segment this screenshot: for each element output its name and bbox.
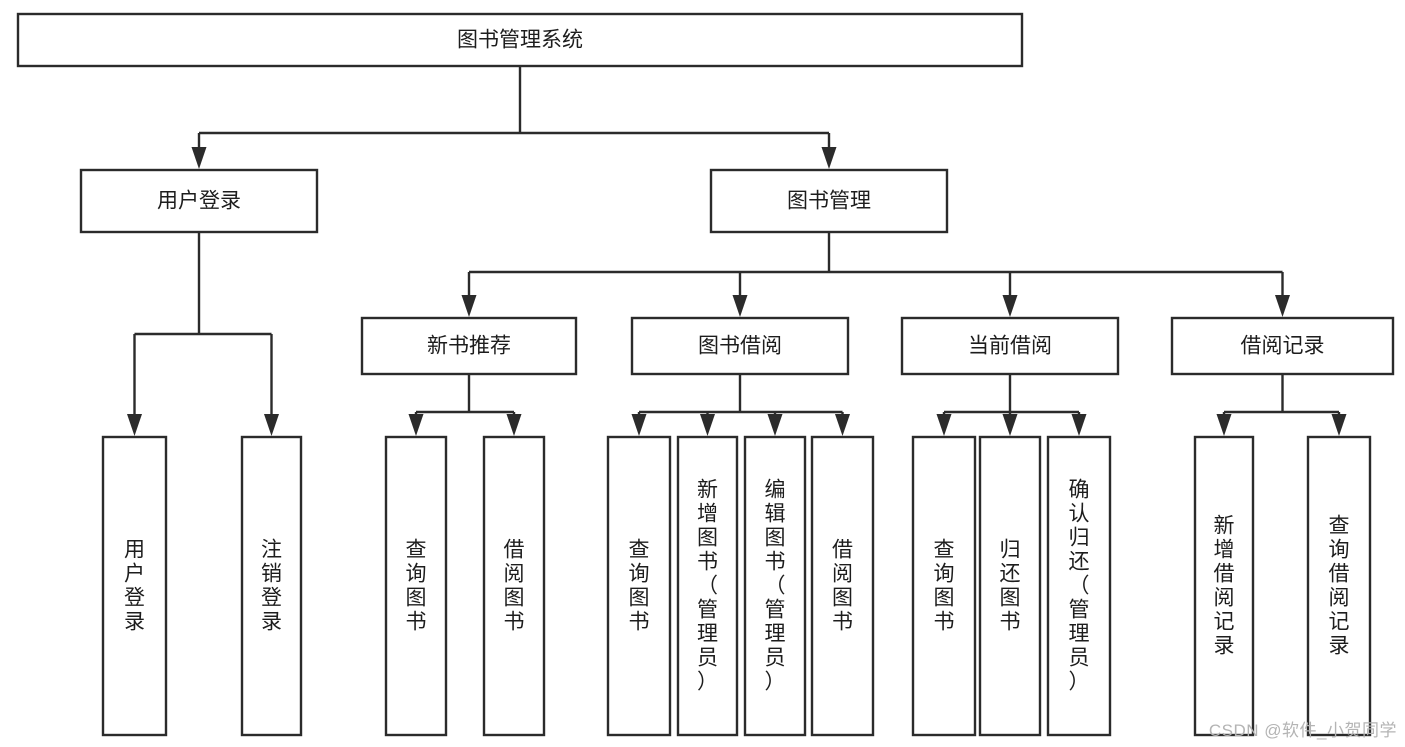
node-leaf_12[interactable]: 查询借阅记录 [1306, 435, 1372, 737]
arrow-head-icon [1071, 414, 1087, 436]
node-box[interactable] [1046, 435, 1112, 737]
node-label: 用户登录 [157, 190, 241, 213]
node-label: 归还图书 [1000, 539, 1021, 634]
node-label: 当前借阅 [968, 335, 1052, 358]
node-l3_1[interactable]: 图书借阅 [630, 316, 850, 376]
node-label: 确认归还（管理员） [1069, 479, 1090, 694]
node-leaf_3[interactable]: 借阅图书 [482, 435, 546, 737]
node-leaf_4[interactable]: 查询图书 [606, 435, 672, 737]
node-label: 查询借阅记录 [1329, 515, 1350, 658]
node-label: 查询图书 [934, 539, 955, 634]
node-label: 编辑图书（管理员） [765, 479, 786, 694]
node-root[interactable]: 图书管理系统 [16, 12, 1024, 68]
connector-group [127, 232, 279, 436]
arrow-head-icon [506, 414, 522, 436]
connector-group [461, 232, 1290, 317]
arrow-head-icon [264, 414, 279, 436]
arrow-head-icon [1002, 414, 1018, 436]
node-leaf_5[interactable]: 新增图书（管理员） [676, 435, 739, 737]
node-label: 查询图书 [629, 539, 650, 634]
node-leaf_11[interactable]: 新增借阅记录 [1193, 435, 1255, 737]
connector-group [936, 374, 1087, 436]
node-leaf_1[interactable]: 注销登录 [240, 435, 303, 737]
node-label: 图书管理系统 [457, 29, 583, 52]
node-box[interactable] [1306, 435, 1372, 737]
node-box[interactable] [482, 435, 546, 737]
node-label: 借阅记录 [1241, 335, 1325, 358]
arrow-head-icon [732, 295, 748, 317]
node-leaf_2[interactable]: 查询图书 [384, 435, 448, 737]
node-label: 新书推荐 [427, 335, 511, 358]
node-label: 新增借阅记录 [1214, 515, 1235, 658]
node-leaf_6[interactable]: 编辑图书（管理员） [743, 435, 807, 737]
node-label: 借阅图书 [504, 539, 525, 634]
node-box[interactable] [101, 435, 168, 737]
arrow-head-icon [700, 414, 715, 436]
node-l2_0[interactable]: 用户登录 [79, 168, 319, 234]
node-leaf_8[interactable]: 查询图书 [911, 435, 977, 737]
arrow-head-icon [1002, 295, 1018, 317]
arrow-head-icon [821, 147, 837, 169]
node-box[interactable] [16, 12, 1024, 68]
node-leaf_9[interactable]: 归还图书 [978, 435, 1042, 737]
arrow-head-icon [1331, 414, 1347, 436]
node-l2_1[interactable]: 图书管理 [709, 168, 949, 234]
node-box[interactable] [911, 435, 977, 737]
node-label: 用户登录 [124, 539, 145, 634]
node-leaf_0[interactable]: 用户登录 [101, 435, 168, 737]
arrow-head-icon [767, 414, 783, 436]
node-l3_2[interactable]: 当前借阅 [900, 316, 1120, 376]
node-label: 图书管理 [787, 190, 871, 213]
node-leaf_7[interactable]: 借阅图书 [810, 435, 875, 737]
connector-group [408, 374, 522, 436]
node-box[interactable] [676, 435, 739, 737]
node-leaf_10[interactable]: 确认归还（管理员） [1046, 435, 1112, 737]
nodes-layer: 图书管理系统用户登录图书管理新书推荐图书借阅当前借阅借阅记录用户登录注销登录查询… [16, 12, 1395, 737]
arrow-head-icon [835, 414, 850, 436]
arrow-head-icon [191, 147, 207, 169]
node-l3_3[interactable]: 借阅记录 [1170, 316, 1395, 376]
connector-group [1216, 374, 1347, 436]
arrow-head-icon [408, 414, 424, 436]
connectors-layer [127, 66, 1347, 436]
node-l3_0[interactable]: 新书推荐 [360, 316, 578, 376]
connector-group [631, 374, 850, 436]
node-label: 注销登录 [261, 539, 282, 634]
node-box[interactable] [630, 316, 850, 376]
arrow-head-icon [631, 414, 647, 436]
node-box[interactable] [1170, 316, 1395, 376]
node-box[interactable] [1193, 435, 1255, 737]
node-box[interactable] [900, 316, 1120, 376]
node-label: 查询图书 [406, 539, 427, 634]
node-box[interactable] [360, 316, 578, 376]
node-box[interactable] [79, 168, 319, 234]
node-box[interactable] [240, 435, 303, 737]
node-box[interactable] [810, 435, 875, 737]
arrow-head-icon [1216, 414, 1232, 436]
node-label: 借阅图书 [832, 539, 853, 634]
arrow-head-icon [461, 295, 477, 317]
arrow-head-icon [1275, 295, 1290, 317]
node-box[interactable] [743, 435, 807, 737]
arrow-head-icon [127, 414, 142, 436]
node-label: 新增图书（管理员） [697, 479, 718, 694]
node-box[interactable] [709, 168, 949, 234]
node-box[interactable] [978, 435, 1042, 737]
node-box[interactable] [606, 435, 672, 737]
connector-group [191, 66, 837, 169]
node-box[interactable] [384, 435, 448, 737]
node-label: 图书借阅 [698, 335, 782, 358]
arrow-head-icon [936, 414, 952, 436]
